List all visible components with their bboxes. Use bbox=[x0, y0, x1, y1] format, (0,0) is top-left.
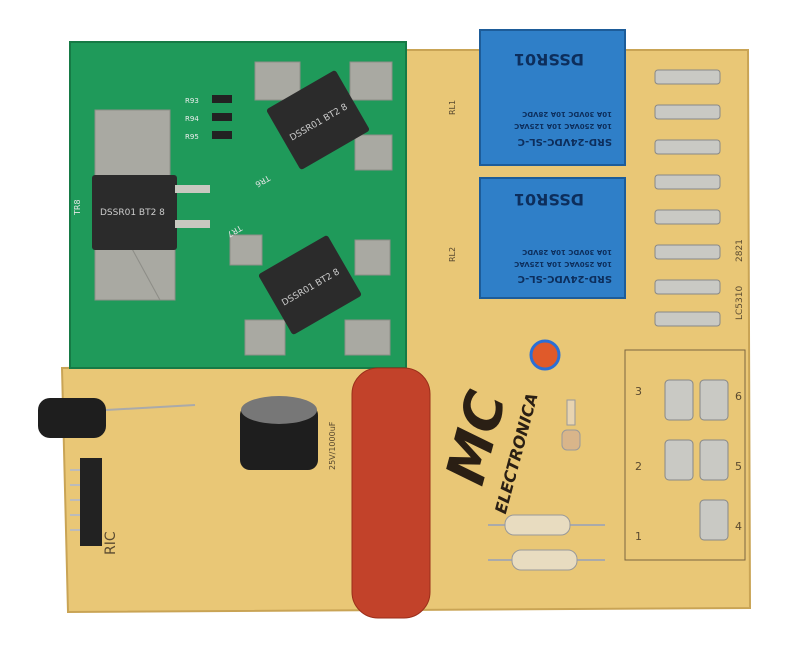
svg-text:10A 30VDC 10A 28VDC: 10A 30VDC 10A 28VDC bbox=[522, 110, 612, 118]
svg-text:4: 4 bbox=[735, 520, 742, 533]
svg-text:R93: R93 bbox=[185, 97, 199, 105]
svg-text:2: 2 bbox=[635, 460, 642, 473]
svg-text:RL2: RL2 bbox=[448, 247, 457, 262]
electrolytic-capacitor-large: 25V/1000uF bbox=[240, 396, 337, 470]
pin-numbers: 1 2 3 4 5 6 bbox=[635, 385, 742, 543]
transistor-tr8: DSSR01 BT2 8 TR8 bbox=[73, 175, 210, 250]
svg-text:10A 250VAC 10A 125VAC: 10A 250VAC 10A 125VAC bbox=[514, 122, 612, 130]
svg-text:10A 250VAC 10A 125VAC: 10A 250VAC 10A 125VAC bbox=[514, 260, 612, 268]
svg-text:SRD-24VDC-SL-C: SRD-24VDC-SL-C bbox=[518, 136, 612, 147]
transistor-marking: DSSR01 BT2 8 bbox=[100, 208, 165, 218]
axial-resistors bbox=[488, 399, 605, 571]
connector-outline bbox=[624, 349, 746, 561]
connector-pins bbox=[664, 379, 729, 541]
copper-pads bbox=[94, 61, 393, 356]
transistor-tr6: DSSR01 BT2 8 bbox=[266, 70, 370, 170]
svg-text:25V/1000uF: 25V/1000uF bbox=[328, 421, 337, 470]
svg-text:1: 1 bbox=[635, 530, 642, 543]
relay-rl1: SRD-24VDC-SL-C 10A 250VAC 10A 125VAC 10A… bbox=[448, 29, 626, 166]
svg-text:5: 5 bbox=[735, 460, 742, 473]
svg-text:6: 6 bbox=[735, 390, 742, 403]
svg-text:R94: R94 bbox=[185, 115, 199, 123]
svg-text:RL1: RL1 bbox=[448, 100, 457, 115]
smd-resistors: R93 R94 R95 bbox=[185, 95, 232, 141]
svg-text:SRD-24VDC-SL-C: SRD-24VDC-SL-C bbox=[518, 273, 612, 284]
pin-header bbox=[70, 458, 102, 546]
silk-label: RIC bbox=[103, 531, 119, 555]
electrolytic-capacitor-small bbox=[38, 398, 196, 438]
svg-text:3: 3 bbox=[635, 385, 642, 398]
relay-rl2: SRD-24VDC-SL-C 10A 250VAC 10A 125VAC 10A… bbox=[448, 177, 626, 299]
svg-text:DSSR01: DSSR01 bbox=[514, 190, 584, 209]
film-capacitor bbox=[351, 367, 431, 619]
spade-terminals bbox=[654, 69, 721, 327]
board-number: 2821 bbox=[735, 239, 745, 262]
svg-text:DSSR01: DSSR01 bbox=[514, 50, 584, 69]
snowflake-icon bbox=[529, 339, 561, 371]
board-code: LC5310 bbox=[735, 286, 745, 320]
transistor-ref: TR8 bbox=[73, 199, 82, 216]
svg-text:R95: R95 bbox=[185, 133, 199, 141]
svg-text:10A 30VDC 10A 28VDC: 10A 30VDC 10A 28VDC bbox=[522, 248, 612, 256]
transistor-tr7: DSSR01 BT2 8 bbox=[258, 235, 362, 335]
